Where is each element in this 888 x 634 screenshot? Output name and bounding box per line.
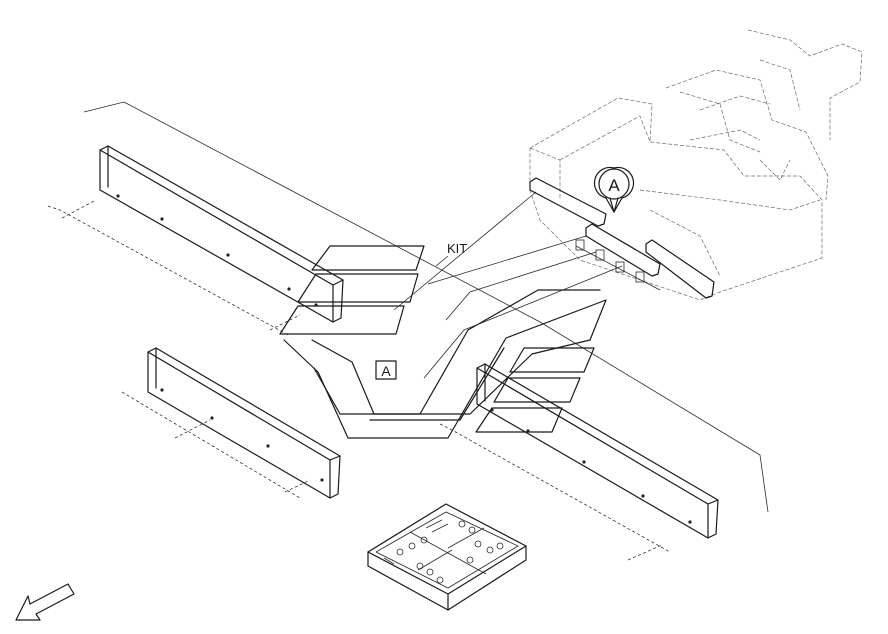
callout-box-label: A: [381, 363, 391, 379]
bumper-plate-lower-left: [121, 347, 341, 499]
kit-label: KIT: [447, 241, 467, 256]
callout-circle-a: A: [593, 166, 635, 213]
arrow-down-left-icon: [15, 583, 75, 621]
bumper-plate-upper-left: [47, 145, 344, 337]
reference-lines: [83, 101, 769, 513]
hardware-kit-tray: [367, 503, 527, 611]
machine-frame-outline: [529, 29, 863, 301]
callout-circle-label: A: [608, 176, 620, 195]
kit-bracket-outlines: [279, 245, 607, 439]
bumper-plate-lower-right: [439, 363, 719, 561]
callout-box-a: A: [375, 360, 397, 380]
leader-lines: [393, 191, 623, 379]
